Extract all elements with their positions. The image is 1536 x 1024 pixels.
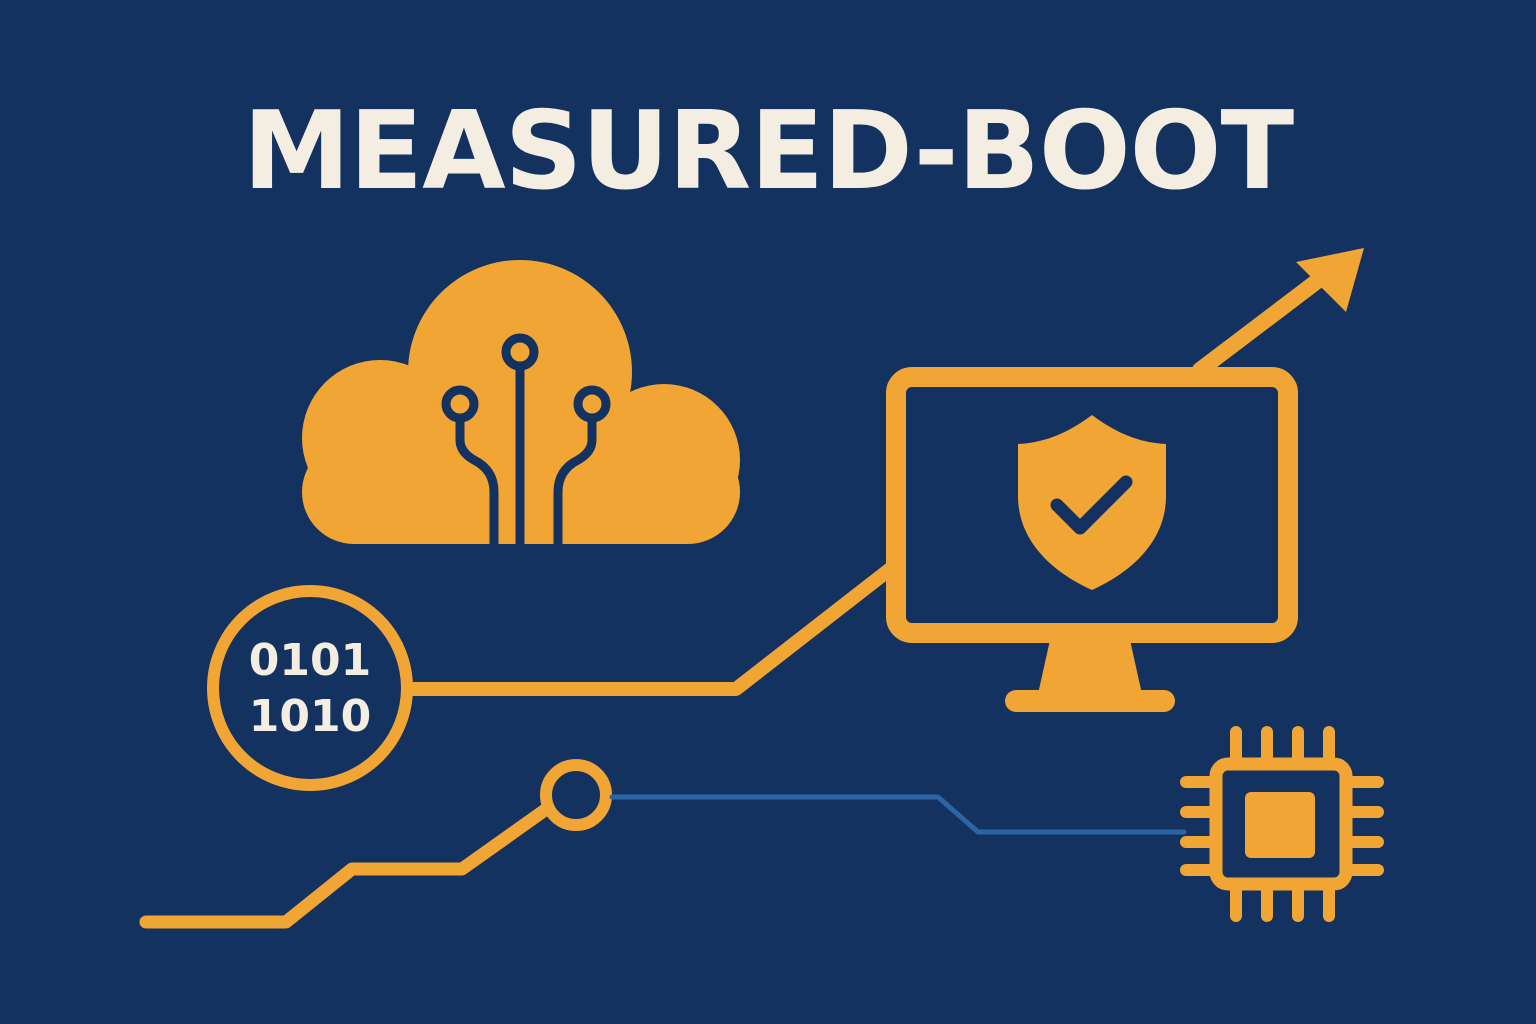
shield-check-icon [1018, 415, 1166, 590]
binary-circle-icon [207, 585, 413, 791]
page-title: MEASURED-BOOT [243, 89, 1295, 214]
monitor-icon [886, 367, 1298, 712]
cpu-chip-icon [1180, 726, 1384, 922]
trend-arrow-icon [1192, 248, 1364, 378]
blue-circuit-trace [609, 794, 1187, 835]
cloud-circuit-icon [302, 260, 740, 550]
circuit-node-icon [540, 759, 612, 831]
lower-circuit-trace [139, 803, 552, 929]
binary-line-2: 1010 [249, 691, 371, 742]
upper-circuit-trace [403, 559, 901, 696]
binary-line-1: 0101 [249, 635, 371, 686]
